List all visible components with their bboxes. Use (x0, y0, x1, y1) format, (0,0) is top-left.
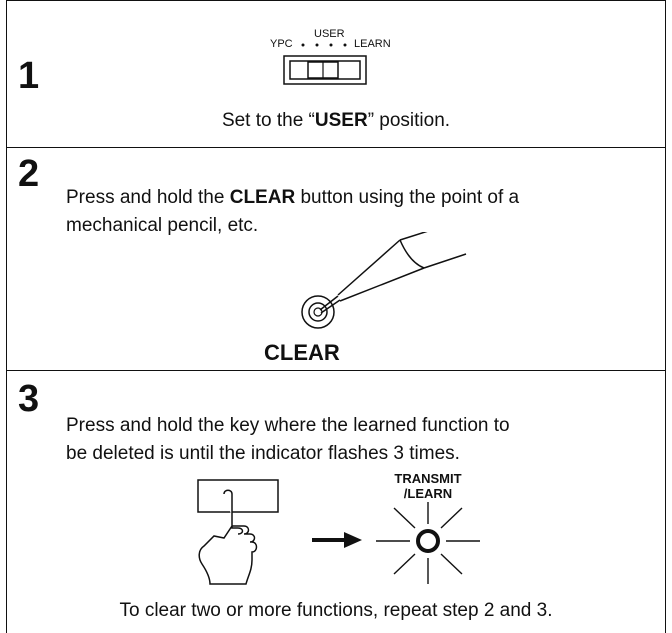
step-divider-2 (6, 370, 666, 371)
switch-label-user: USER (314, 28, 345, 40)
step-3-text: Press and hold the key where the learned… (66, 415, 510, 464)
step-divider-1 (6, 147, 666, 148)
finger-pressing-key-illustration (188, 478, 288, 588)
right-arrow-icon (312, 532, 362, 548)
step-3-footer: To clear two or more functions, repeat s… (119, 600, 553, 621)
step-2-text: Press and hold the CLEAR button using th… (66, 187, 520, 236)
switch-label-ypc: YPC (270, 38, 293, 50)
transmit-learn-indicator: TRANSMIT /LEARN (366, 468, 490, 596)
indicator-label-line1: TRANSMIT (394, 471, 461, 486)
mode-switch: YPC USER LEARN (270, 25, 412, 105)
pencil-pressing-clear-illustration: CLEAR (236, 232, 476, 368)
step-number-1: 1 (18, 55, 40, 97)
step-1-caption: Set to the “USER” position. (221, 110, 451, 131)
step-number-3: 3 (18, 378, 40, 420)
clear-button-label: CLEAR (264, 340, 340, 365)
indicator-label-line2: /LEARN (404, 486, 452, 501)
instruction-frame (6, 0, 666, 633)
step-number-2: 2 (18, 153, 40, 195)
switch-label-learn: LEARN (354, 38, 391, 50)
top-border (6, 0, 666, 1)
